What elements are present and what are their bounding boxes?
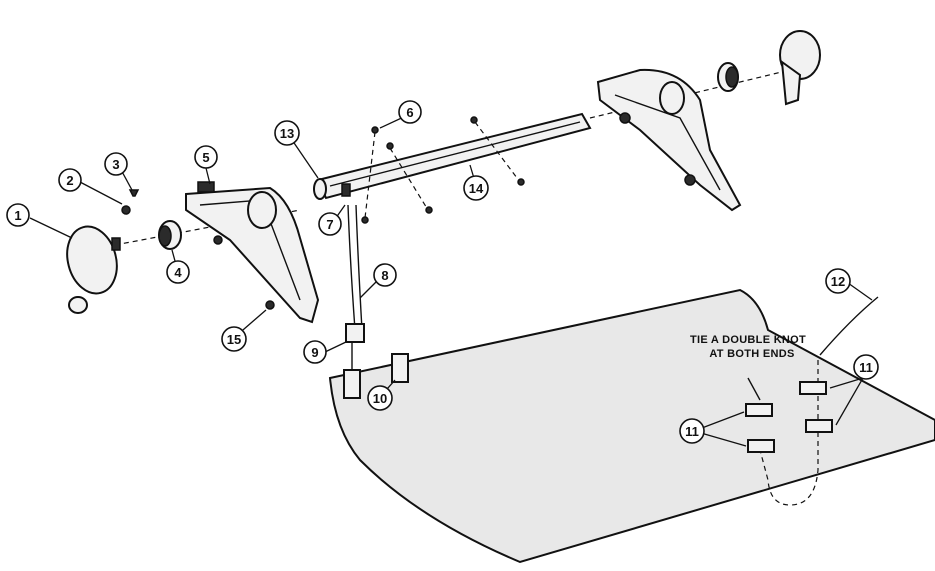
callout-13: 13 <box>274 120 300 146</box>
callout-label: 1 <box>14 208 21 223</box>
note-line-1: TIE A DOUBLE KNOT <box>690 334 806 346</box>
callout-label: 7 <box>326 217 333 232</box>
callout-label: 11 <box>685 424 699 439</box>
cover-sheet <box>328 288 935 564</box>
callout-label: 3 <box>112 157 119 172</box>
left-bracket <box>185 181 320 324</box>
callout-label: 11 <box>859 360 873 375</box>
callout-label: 6 <box>406 105 413 120</box>
roller-tube <box>313 112 592 200</box>
callout-11-left: 11 <box>679 418 705 444</box>
end-cap <box>66 225 121 314</box>
pull-cord-assembly <box>745 296 879 506</box>
bearing <box>158 220 182 250</box>
callout-5: 5 <box>194 145 218 169</box>
callout-10: 10 <box>367 385 393 411</box>
callout-4: 4 <box>166 260 190 284</box>
callout-label: 12 <box>831 274 845 289</box>
callout-14: 14 <box>463 175 489 201</box>
strap-assembly <box>343 204 409 399</box>
tube-screws <box>361 116 525 224</box>
callout-label: 5 <box>202 150 209 165</box>
callout-7: 7 <box>318 212 342 236</box>
callout-11-right: 11 <box>853 354 879 380</box>
callout-label: 15 <box>227 332 241 347</box>
washer-and-screw <box>121 189 140 215</box>
callout-label: 8 <box>381 268 388 283</box>
callout-label: 10 <box>373 391 387 406</box>
callout-8: 8 <box>373 263 397 287</box>
note-line-2: AT BOTH ENDS <box>709 348 794 360</box>
knot-instruction-note: TIE A DOUBLE KNOT AT BOTH ENDS <box>690 334 806 360</box>
callout-3: 3 <box>104 152 128 176</box>
callout-label: 4 <box>174 265 182 280</box>
callout-15: 15 <box>221 326 247 352</box>
callout-2: 2 <box>58 168 82 192</box>
right-bracket <box>596 68 742 212</box>
callout-label: 14 <box>469 181 484 196</box>
callout-9: 9 <box>303 340 327 364</box>
callout-label: 13 <box>280 126 294 141</box>
right-gear-cap <box>779 30 821 106</box>
callout-6: 6 <box>398 100 422 124</box>
callout-label: 9 <box>311 345 318 360</box>
right-bearing <box>717 62 739 92</box>
callout-12: 12 <box>825 268 851 294</box>
callout-1: 1 <box>6 203 30 227</box>
callout-label: 2 <box>66 173 73 188</box>
